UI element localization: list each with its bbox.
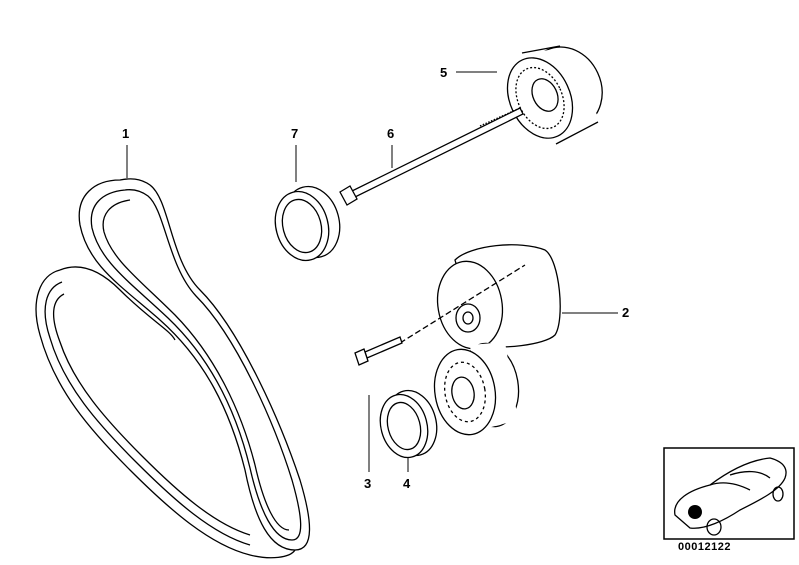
spacer-ring-7	[274, 185, 341, 262]
callout-5: 5	[440, 65, 448, 80]
bolt-long	[339, 107, 524, 206]
drive-belt	[35, 178, 311, 559]
callout-4: 4	[403, 476, 411, 491]
callout-3: 3	[364, 476, 372, 491]
idler-pulley	[506, 45, 603, 145]
callout-6: 6	[387, 126, 395, 141]
vehicle-location-inset	[663, 447, 795, 540]
callout-2: 2	[622, 305, 630, 320]
bolt-short	[354, 336, 403, 366]
leader-lines	[126, 71, 618, 472]
callout-1: 1	[122, 126, 130, 141]
spacer-ring-4	[379, 389, 438, 459]
belt-tensioner	[399, 244, 561, 436]
diagram-code: 00012122	[678, 541, 731, 553]
callout-7: 7	[291, 126, 299, 141]
